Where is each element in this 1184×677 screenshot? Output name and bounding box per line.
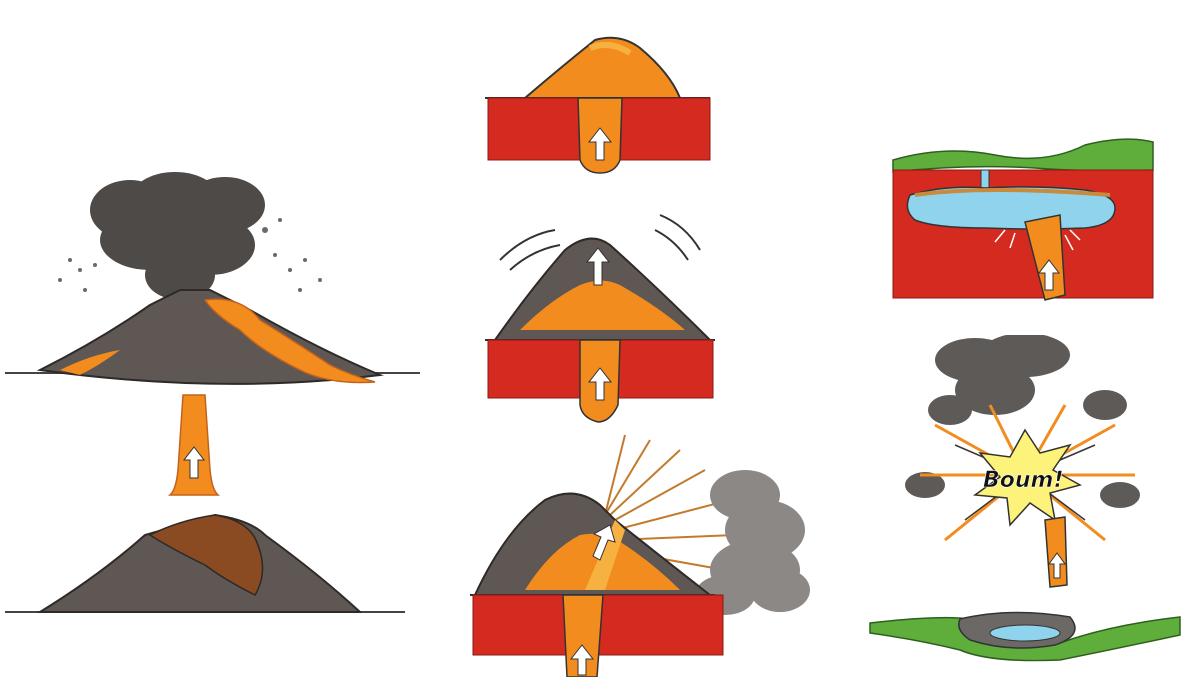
smoke-cloud-icon — [90, 172, 265, 300]
maar-lake-illustration — [860, 595, 1184, 665]
lateral-blast-panel — [465, 420, 810, 677]
lava-dome-illustration — [470, 28, 730, 178]
explosion-panel: Boum! — [895, 335, 1155, 595]
stratovolcano-eruption-panel — [0, 170, 430, 670]
phreatic-chamber-panel — [885, 130, 1155, 310]
explosion-illustration: Boum! — [895, 335, 1155, 595]
inflating-volcano-panel — [470, 200, 730, 430]
smoke-cloud-icon — [695, 470, 810, 615]
grass-surface — [893, 139, 1153, 172]
vent-pipe — [981, 170, 989, 190]
stratovolcano-illustration — [0, 170, 430, 670]
maar-lake-panel — [860, 595, 1184, 665]
lateral-blast-illustration — [465, 420, 810, 677]
explosion-label: Boum! — [983, 468, 1064, 493]
inflating-volcano-illustration — [470, 200, 730, 430]
lava-dome-panel — [470, 28, 730, 178]
maar-lake — [990, 625, 1060, 641]
magma-conduit — [170, 395, 218, 495]
phreatic-chamber-illustration — [885, 130, 1155, 310]
